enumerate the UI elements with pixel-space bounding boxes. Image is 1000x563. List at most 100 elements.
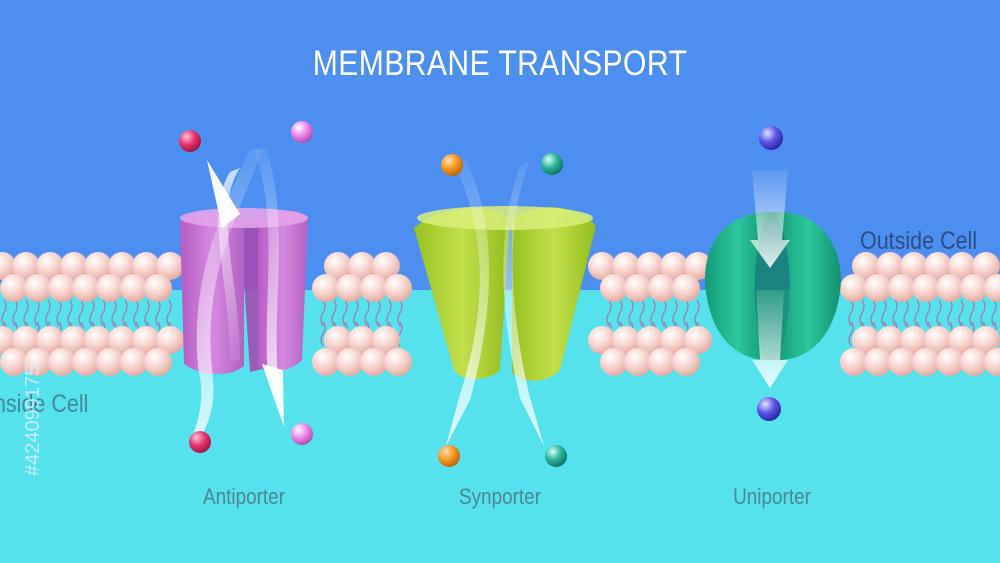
lipid-head (324, 326, 352, 354)
lipid-head (132, 326, 160, 354)
lipid-head (144, 348, 172, 376)
lipid-head (876, 252, 904, 280)
lipid-tail (848, 299, 854, 327)
lipid-head (0, 274, 28, 302)
lipid-tail (386, 299, 392, 327)
lipid-head (0, 252, 16, 280)
lipid-tail (650, 299, 656, 327)
lipid-tail (683, 299, 689, 327)
lipid-head (360, 348, 388, 376)
lipid-head (948, 326, 976, 354)
outside-cell-label: Outside Cell (860, 227, 978, 255)
lipid-tail (23, 299, 29, 327)
synporter-orange-molecule-inside (438, 445, 460, 467)
lipid-head (372, 252, 400, 280)
lipid-tail (980, 299, 986, 327)
lipid-tail (320, 299, 326, 327)
antiporter-label: Antiporter (202, 484, 286, 509)
lipid-tail (628, 299, 634, 327)
lipid-tail (122, 299, 128, 327)
antiporter-top-rim (180, 208, 308, 228)
lipid-head (624, 274, 652, 302)
synporter-arrow-right (503, 160, 544, 446)
lipid-head (108, 252, 136, 280)
synporter-teal-molecule-inside (545, 445, 567, 467)
lipid-head (144, 274, 172, 302)
lipid-tail (606, 299, 612, 327)
lipid-tail (133, 299, 139, 327)
lipid-head (84, 326, 112, 354)
lipid-tail (958, 299, 964, 327)
uniporter-arrow-upper (750, 170, 790, 268)
lipid-head (372, 326, 400, 354)
lipid-tail (56, 299, 62, 327)
lipid-head (672, 348, 700, 376)
antiporter-inward-arrow-shaft (254, 148, 279, 380)
lipid-head (924, 326, 952, 354)
lipid-tail (397, 299, 403, 327)
lipid-head (852, 252, 880, 280)
antiporter-inward-arrow-head (262, 364, 284, 427)
lipid-head (936, 348, 964, 376)
lipid-head (888, 348, 916, 376)
uniporter-arrow-lower (752, 290, 788, 388)
lipid-head (96, 348, 124, 376)
lipid-head (960, 348, 988, 376)
lipid-head (600, 348, 628, 376)
lipid-tail (672, 299, 678, 327)
lipid-head (912, 348, 940, 376)
lipid-head (60, 252, 88, 280)
lipid-head (312, 274, 340, 302)
lipid-head (648, 348, 676, 376)
lipid-bilayer (0, 252, 1000, 376)
lipid-head (840, 274, 868, 302)
lipid-head (348, 326, 376, 354)
lipid-tail (89, 299, 95, 327)
lipid-head (48, 274, 76, 302)
lipid-tail (694, 299, 700, 327)
lipid-head (384, 274, 412, 302)
lipid-tail (859, 299, 865, 327)
lipid-head (900, 326, 928, 354)
lipid-tail (936, 299, 942, 327)
lipid-tail (914, 299, 920, 327)
lipid-head (12, 326, 40, 354)
lipid-tail (78, 299, 84, 327)
lipid-tail (375, 299, 381, 327)
lipid-head (636, 326, 664, 354)
page-title: MEMBRANE TRANSPORT (312, 44, 688, 83)
lipid-head (36, 252, 64, 280)
lipid-tail (67, 299, 73, 327)
antiporter-red-molecule-inside (189, 431, 211, 453)
lipid-head (972, 252, 1000, 280)
uniporter-blue-molecule-inside (757, 397, 781, 421)
antiporter-inward-arrow (190, 148, 262, 442)
lipid-head (984, 348, 1000, 376)
uniporter-left-lobe (705, 212, 770, 360)
lipid-head (12, 252, 40, 280)
synporter-arrow-left (446, 160, 490, 446)
lipid-head (120, 348, 148, 376)
lipid-tail (166, 299, 172, 327)
lipid-head (912, 274, 940, 302)
lipid-tail (947, 299, 953, 327)
lipid-head (312, 348, 340, 376)
lipid-tail (45, 299, 51, 327)
stock-id-watermark: #424099175 (22, 364, 44, 476)
lipid-head (588, 326, 616, 354)
lipid-head (888, 274, 916, 302)
synporter-right-wall (512, 207, 596, 381)
lipid-head (984, 274, 1000, 302)
lipid-tail (144, 299, 150, 327)
lipid-head (60, 326, 88, 354)
synporter-top-rim (417, 206, 593, 230)
lipid-head (960, 274, 988, 302)
lipid-head (72, 274, 100, 302)
lipid-head (336, 348, 364, 376)
lipid-tail (969, 299, 975, 327)
lipid-head (132, 252, 160, 280)
lipid-head (660, 252, 688, 280)
lipid-tail (639, 299, 645, 327)
lipid-tail (925, 299, 931, 327)
